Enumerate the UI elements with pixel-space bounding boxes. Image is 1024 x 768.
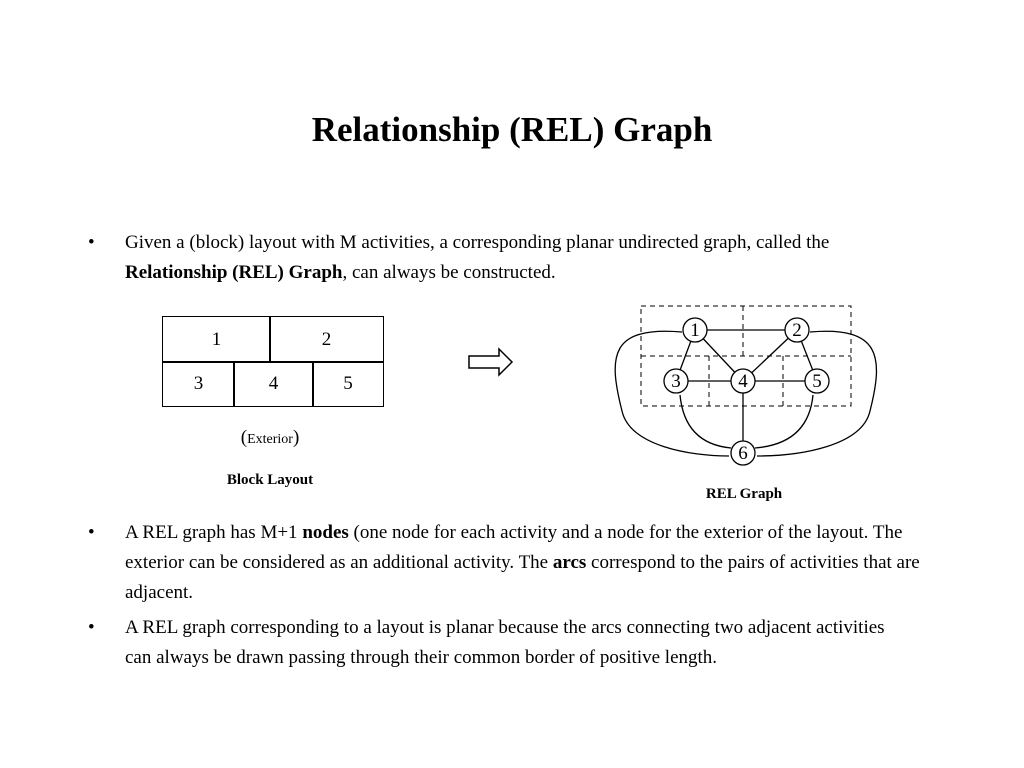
rel-node-6: 6 [730, 440, 756, 466]
block-layout-diagram: 1 2 3 4 5 [162, 316, 384, 407]
exterior-open-paren: ( [240, 427, 248, 448]
bullet-marker: • [88, 617, 95, 638]
rel-node-label: 2 [792, 320, 802, 341]
block-layout-caption: Block Layout [226, 472, 314, 488]
rel-graph-caption: REL Graph [705, 486, 783, 502]
rel-graph-dashed-layout [640, 305, 852, 407]
bullet-text-run: Given a (block) layout with M activities… [125, 232, 830, 253]
bullet-text-run: A REL graph has M+1 [125, 522, 303, 543]
rel-node-label: 6 [738, 443, 748, 464]
block-cell-1: 1 [162, 316, 271, 363]
rel-node-label: 1 [690, 320, 700, 341]
exterior-close-paren: ) [292, 427, 300, 448]
bold-term: nodes [302, 522, 349, 543]
block-cell-4: 4 [233, 361, 314, 407]
rel-node-5: 5 [804, 368, 830, 394]
rel-node-3: 3 [663, 368, 689, 394]
bullet-marker: • [88, 522, 95, 543]
bullet-text-3: A REL graph corresponding to a layout is… [125, 613, 905, 673]
rel-node-circle [730, 440, 756, 466]
block-cell-2: 2 [269, 316, 384, 363]
bold-term: arcs [552, 552, 587, 573]
slide-title: Relationship (REL) Graph [311, 110, 713, 149]
rel-node-circle [730, 368, 756, 394]
bullet-text-1: Given a (block) layout with M activities… [125, 228, 925, 288]
rel-edge-1-6 [614, 330, 730, 457]
right-arrow-icon [468, 347, 514, 377]
bullet-text-2: A REL graph has M+1 nodes (one node for … [125, 518, 955, 608]
rel-edge-2-6 [756, 330, 878, 457]
rel-node-circle [663, 368, 689, 394]
exterior-label: Exterior [247, 432, 293, 447]
bullet-marker: • [88, 232, 95, 253]
block-cell-5: 5 [312, 361, 384, 407]
rel-edge-3-6 [679, 394, 732, 449]
bullet-text-run: (one node for each activity and a node f… [125, 522, 903, 573]
rel-node-label: 3 [671, 371, 681, 392]
rel-edge-5-6 [754, 394, 814, 449]
block-cell-3: 3 [162, 361, 235, 407]
exterior-caption: (Exterior) [200, 427, 340, 449]
bullet-text-run: correspond to the pairs of activities th… [125, 552, 920, 603]
bullet-text-run: A REL graph corresponding to a layout is… [125, 617, 885, 668]
rel-node-circle [784, 317, 810, 343]
rel-node-circle [682, 317, 708, 343]
rel-node-1: 1 [682, 317, 708, 343]
rel-graph-diagram: 1 2 3 4 5 6 [614, 305, 878, 466]
bold-term: Relationship (REL) Graph [125, 262, 343, 283]
rel-node-label: 4 [738, 371, 748, 392]
rel-node-circle [804, 368, 830, 394]
rel-node-4: 4 [730, 368, 756, 394]
rel-node-2: 2 [784, 317, 810, 343]
rel-node-label: 5 [812, 371, 822, 392]
bullet-text-run: , can always be constructed. [342, 262, 556, 283]
